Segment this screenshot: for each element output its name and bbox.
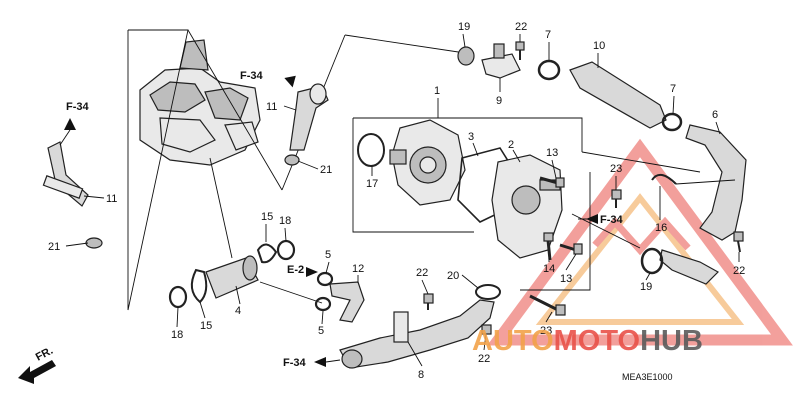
callout-22-lower: 22 [416, 267, 428, 279]
part-5-clamp-upper [316, 271, 334, 287]
part-18-o-ring-upper [276, 239, 296, 261]
part-14-bolt [543, 232, 554, 261]
part-22-bolt-lower [423, 293, 434, 310]
part-13-bolt-lower [559, 243, 583, 255]
part-8-pipe [339, 299, 495, 369]
front-arrow-icon [18, 360, 56, 384]
callout-19-upper: 19 [458, 21, 470, 33]
callout-21-upper: 21 [320, 164, 332, 176]
callout-8: 8 [418, 369, 424, 381]
arrow-right-icon-e2 [306, 267, 318, 277]
callout-22-upper: 22 [515, 21, 527, 33]
callout-12: 12 [352, 263, 364, 275]
part-18-o-ring-left [168, 285, 188, 309]
callout-5-lower: 5 [318, 325, 324, 337]
callout-20: 20 [447, 270, 459, 282]
part-12-hose [329, 281, 365, 323]
watermark-part-auto: AUTO [472, 325, 554, 357]
callout-1: 1 [434, 85, 440, 97]
pump-box-left [352, 118, 474, 233]
part-22-bolt-upper [515, 41, 525, 60]
watermark-text: AUTOMOTOHUB [472, 325, 703, 357]
callout-9: 9 [496, 95, 502, 107]
part-10-hose [569, 61, 667, 129]
part-19-o-ring-upper [457, 46, 475, 66]
part-7-clamp-lower [661, 112, 683, 132]
watermark-auto: AUTOMOTOHUB [472, 325, 703, 357]
callout-7-lower: 7 [670, 83, 676, 95]
leader-19 [344, 34, 466, 54]
callout-19-lower: 19 [640, 281, 652, 293]
ref-f34-left: F-34 [66, 101, 90, 113]
callout-15-upper: 15 [261, 211, 273, 223]
part-20-gasket [475, 284, 501, 300]
callout-17: 17 [366, 178, 378, 190]
watermark-part-moto: MOTO [554, 325, 640, 357]
callout-4: 4 [235, 305, 241, 317]
ref-f34-lower: F-34 [283, 357, 307, 369]
callout-22-right: 22 [733, 265, 745, 277]
part-2-pump-housing [491, 154, 563, 259]
callout-3: 3 [468, 131, 474, 143]
part-9-joint [481, 43, 521, 79]
callout-6: 6 [712, 109, 718, 121]
water-pump-impeller [389, 119, 466, 206]
callout-18-upper: 18 [279, 215, 291, 227]
part-15-clamp-left [190, 268, 208, 304]
arrow-left-icon [284, 75, 296, 88]
part-23-bolt-upper [611, 189, 622, 208]
callout-18-lower: 18 [171, 329, 183, 341]
callout-23-upper: 23 [610, 163, 622, 175]
ref-e2: E-2 [287, 264, 304, 276]
part-19-o-ring-lower [640, 247, 664, 275]
part-13-bolt-upper [539, 176, 565, 188]
callout-21-left: 21 [48, 241, 60, 253]
part-11-pipe-upper [284, 83, 329, 166]
part-16-clip [651, 173, 677, 185]
callout-14: 14 [543, 263, 555, 275]
part-22-bolt-bottom [481, 324, 492, 335]
leader-lines [65, 33, 740, 367]
pump-box-right [520, 172, 591, 291]
callout-13-upper: 13 [546, 147, 558, 159]
ref-f34-upper: F-34 [240, 70, 264, 82]
engine-frame-right [187, 29, 283, 191]
part-6-pipe [659, 124, 747, 285]
callout-10: 10 [593, 40, 605, 52]
part-23-bolt-lower [529, 294, 566, 316]
callout-16: 16 [655, 222, 667, 234]
callout-13-lower: 13 [560, 273, 572, 285]
callout-15-lower: 15 [200, 320, 212, 332]
part-17-o-ring [357, 133, 385, 167]
callout-11-upper: 11 [266, 101, 277, 113]
arrow-right-icon-lower [314, 357, 326, 367]
part-5-clamp-lower [314, 296, 332, 312]
callout-11-left: 11 [106, 193, 117, 205]
part-22-bolt-right [733, 231, 744, 253]
part-15-clamp-upper [256, 243, 278, 264]
arrow-up-icon [64, 118, 76, 130]
watermark-part-hub: HUB [640, 325, 703, 357]
engine-illustration [139, 39, 261, 166]
ref-f34-right: F-34 [600, 214, 624, 226]
part-7-clamp-upper [537, 59, 561, 81]
catalog-code: MEA3E1000 [622, 372, 673, 382]
part-11-pipe-left [42, 141, 103, 249]
callout-22-bottom: 22 [478, 353, 490, 365]
callout-7-upper: 7 [545, 29, 551, 41]
engine-frame-left [127, 29, 189, 311]
callout-23-lower: 23 [540, 325, 552, 337]
callout-2: 2 [508, 139, 514, 151]
part-4-hose-joint [205, 255, 259, 299]
pump-box-top [353, 117, 583, 152]
callout-5-upper: 5 [325, 249, 331, 261]
